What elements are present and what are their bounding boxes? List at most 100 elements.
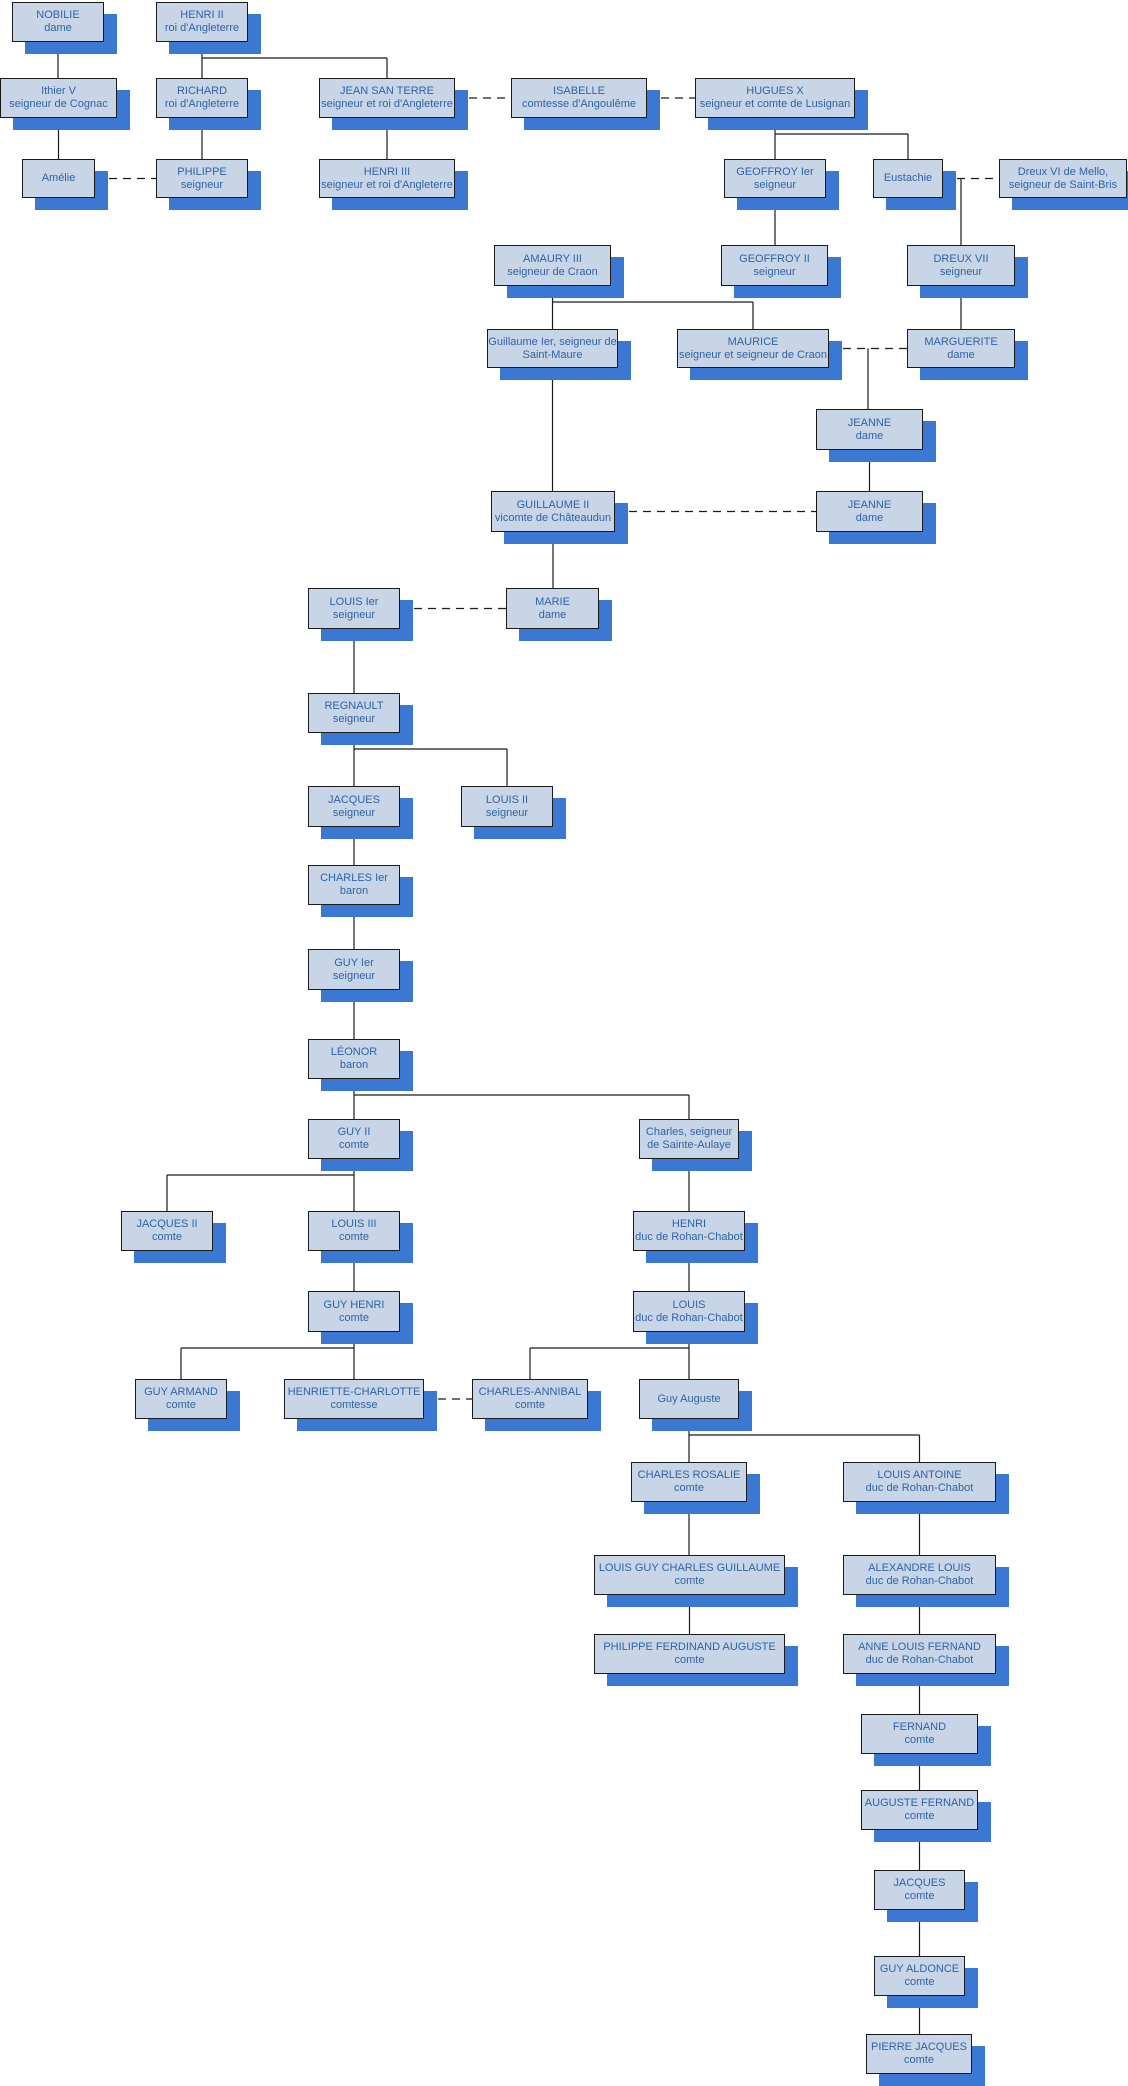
person-name: MARGUERITE (924, 335, 998, 348)
person-title: comte (152, 1231, 182, 1243)
person-name: JEANNE (847, 498, 892, 511)
person-name: FERNAND (892, 1721, 947, 1733)
person-name: AMAURY III (523, 252, 582, 265)
node-box: Guy Auguste (639, 1379, 739, 1419)
person-node-amelie: Amélie (22, 159, 108, 210)
node-box: Dreux VI de Mello,seigneur de Saint-Bris (999, 159, 1127, 198)
person-name: Guillaume Ier, seigneur de (488, 335, 617, 348)
person-name: REGNAULT (324, 700, 384, 712)
person-title: seigneur (485, 806, 529, 819)
person-name: ALEXANDRE LOUIS (868, 1562, 971, 1574)
person-name: GUY HENRI (323, 1298, 385, 1311)
person-name: HENRI (671, 1218, 707, 1230)
person-title: comte (166, 1399, 196, 1411)
person-title: comtesse d'Angoulême (522, 98, 636, 110)
person-name: LOUIS (672, 1298, 706, 1311)
person-title: Saint-Maure (522, 348, 583, 361)
person-title: de Sainte-Aulaye (647, 1139, 731, 1151)
person-title: roi d'Angleterre (164, 22, 240, 34)
person-name: Eustachie (883, 172, 933, 184)
person-name: GUILLAUME II (516, 498, 590, 511)
person-name: HUGUES X (746, 85, 804, 97)
person-title: seigneur et seigneur de Craon (679, 348, 827, 361)
person-name: HENRI III (363, 165, 411, 178)
person-title: comte (904, 1976, 935, 1988)
person-name: DREUX VII (933, 252, 989, 265)
person-title: comte (904, 2054, 934, 2066)
person-title: dame (538, 608, 567, 621)
person-name: JACQUES (893, 1877, 946, 1889)
person-title: dame (855, 511, 884, 524)
person-name: CHARLES Ier (320, 872, 388, 884)
person-title: seigneur de Saint-Bris (1008, 178, 1118, 191)
person-name: JACQUES II (136, 1218, 198, 1230)
person-name: GUY Ier (334, 956, 374, 969)
person-name: GEOFFROY II (739, 252, 810, 265)
person-title: seigneur de Craon (507, 265, 598, 278)
person-title: vicomte de Châteaudun (494, 511, 612, 524)
person-title: seigneur (332, 806, 376, 819)
person-name: AUGUSTE FERNAND (864, 1797, 975, 1809)
person-name: Dreux VI de Mello, (1017, 165, 1109, 178)
person-title: duc de Rohan-Chabot (635, 1231, 743, 1243)
person-title: comte (339, 1311, 369, 1324)
person-name: GEOFFROY Ier (736, 165, 814, 178)
person-title: duc de Rohan-Chabot (635, 1311, 743, 1324)
person-name: JACQUES (328, 793, 380, 806)
person-name: Ithier V (41, 85, 76, 97)
person-title: seigneur et comte de Lusignan (699, 98, 851, 110)
person-name: LOUIS II (485, 793, 529, 806)
person-name: PIERRE JACQUES (871, 2041, 967, 2053)
person-title: comte (674, 1654, 705, 1666)
person-name: CHARLES-ANNIBAL (478, 1386, 582, 1398)
